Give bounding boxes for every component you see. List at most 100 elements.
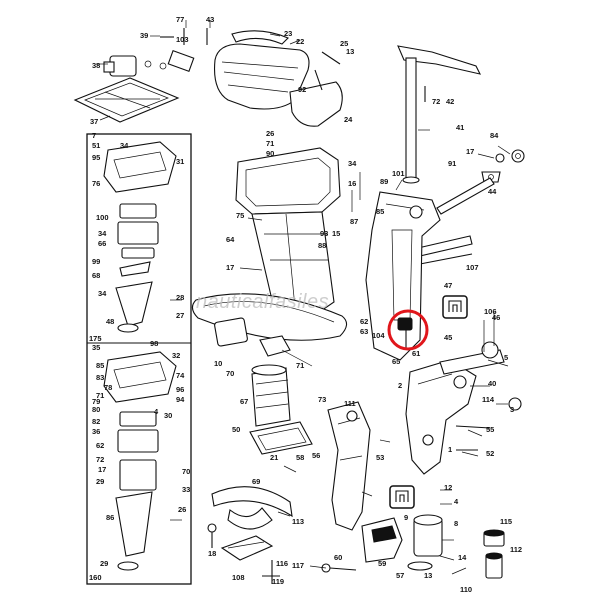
- gasket-21: [249, 421, 313, 455]
- part-number-label: 112: [510, 545, 522, 554]
- part-number-label: 61: [412, 349, 420, 358]
- part-number-label: 48: [106, 317, 114, 326]
- part-number-label: 38: [92, 61, 100, 70]
- lower-cowl-24: [289, 51, 343, 127]
- marker-logo-upper: [442, 295, 468, 319]
- part-number-label: 113: [292, 517, 304, 526]
- part-number-label: 96: [176, 385, 184, 394]
- part-number-label: 101: [392, 169, 405, 178]
- part-number-label: 17: [98, 465, 106, 474]
- part-number-label: 37: [90, 117, 98, 126]
- part-number-label: 62: [96, 441, 104, 450]
- part-number-label: 9: [404, 513, 408, 522]
- part-number-label: 16: [348, 179, 356, 188]
- part-number-label: 34: [348, 159, 357, 168]
- inset-label-top: 175: [89, 334, 102, 343]
- part-number-label: 53: [376, 453, 384, 462]
- cowl-cover: [213, 30, 310, 110]
- part-number-label: 107: [466, 263, 479, 272]
- highlight-circle: [387, 309, 429, 351]
- part-number-label: 83: [96, 373, 104, 382]
- part-number-label: 13: [424, 571, 432, 580]
- bracket-103: [160, 28, 208, 73]
- part-number-label: 89: [380, 177, 388, 186]
- part-number-label: 47: [444, 281, 452, 290]
- part-number-label: 70: [182, 467, 190, 476]
- part-number-label: 72: [96, 455, 104, 464]
- part-number-label: 34: [98, 289, 107, 298]
- part-number-label: 117: [292, 561, 304, 570]
- part-number-label: 17: [226, 263, 234, 272]
- part-number-label: 58: [296, 453, 304, 462]
- part-number-label: 3: [510, 405, 514, 414]
- part-number-label: 69: [252, 477, 260, 486]
- part-number-label: 63: [360, 327, 368, 336]
- part-number-label: 34: [98, 229, 107, 238]
- part-number-label: 26: [266, 129, 274, 138]
- part-number-label: 40: [488, 379, 496, 388]
- part-number-label: 71: [296, 361, 304, 370]
- part-number-label: 62: [360, 317, 368, 326]
- part-number-label: 71: [266, 139, 274, 148]
- part-number-label: 23: [284, 29, 292, 38]
- part-number-label: 2: [398, 381, 402, 390]
- bracket-116: [220, 535, 274, 561]
- part-number-label: 17: [466, 147, 474, 156]
- part-number-label: 119: [272, 577, 284, 586]
- part-number-label: 85: [96, 361, 104, 370]
- part-number-label: 29: [100, 559, 108, 568]
- part-number-label: 77: [176, 15, 184, 24]
- leader-lines: [96, 20, 511, 575]
- part-number-label: 94: [176, 395, 185, 404]
- mount-plate-group: [73, 55, 180, 123]
- inset-label-bottom: 160: [89, 573, 102, 582]
- part-number-label: 50: [232, 425, 240, 434]
- part-number-label: 10: [214, 359, 222, 368]
- part-number-label: 4: [154, 407, 159, 416]
- exhaust-tube-67: [251, 364, 291, 427]
- part-number-label: 73: [318, 395, 326, 404]
- part-number-label: 39: [140, 31, 148, 40]
- part-number-label: 84: [490, 131, 499, 140]
- part-number-label: 92: [298, 85, 306, 94]
- part-number-label: 1: [448, 445, 452, 454]
- part-number-label: 111: [344, 399, 356, 408]
- part-number-label: 8: [454, 519, 458, 528]
- steering-handle-7: [397, 45, 482, 184]
- part-number-label: 46: [492, 313, 500, 322]
- part-number-label: 5: [504, 353, 508, 362]
- part-number-label: 59: [378, 559, 386, 568]
- part-number-label: 65: [392, 357, 400, 366]
- part-number-label: 67: [240, 397, 248, 406]
- part-number-label: 24: [344, 115, 353, 124]
- part-number-label: 15: [332, 229, 340, 238]
- bushings: [483, 529, 505, 579]
- clamp-rods: [455, 397, 522, 451]
- part-number-label: 87: [350, 217, 358, 226]
- part-number-label: 21: [270, 453, 278, 462]
- part-number-label: 110: [460, 585, 472, 594]
- part-number-label: 52: [486, 449, 494, 458]
- part-number-label: 27: [176, 311, 184, 320]
- stern-bracket-right: [405, 359, 477, 475]
- part-number-label: 70: [226, 369, 234, 378]
- part-number-label: 51: [92, 141, 100, 150]
- swivel-bracket: [365, 191, 441, 361]
- part-number-label: 35: [92, 343, 100, 352]
- part-number-label: 85: [376, 207, 384, 216]
- part-number-label: 88: [318, 241, 326, 250]
- part-number-label: 78: [104, 383, 112, 392]
- part-number-label: 98: [150, 339, 158, 348]
- part-number-label: 72: [432, 97, 440, 106]
- part-number-label: 32: [172, 351, 180, 360]
- part-number-label: 42: [446, 97, 454, 106]
- part-number-label: 68: [92, 271, 100, 280]
- part-number-label: 79: [92, 397, 100, 406]
- part-number-label: 90: [266, 149, 274, 158]
- part-number-label: 108: [232, 573, 245, 582]
- part-number-label: 45: [444, 333, 452, 342]
- washers-right: [481, 149, 525, 183]
- marker-logo-lower: [389, 485, 415, 509]
